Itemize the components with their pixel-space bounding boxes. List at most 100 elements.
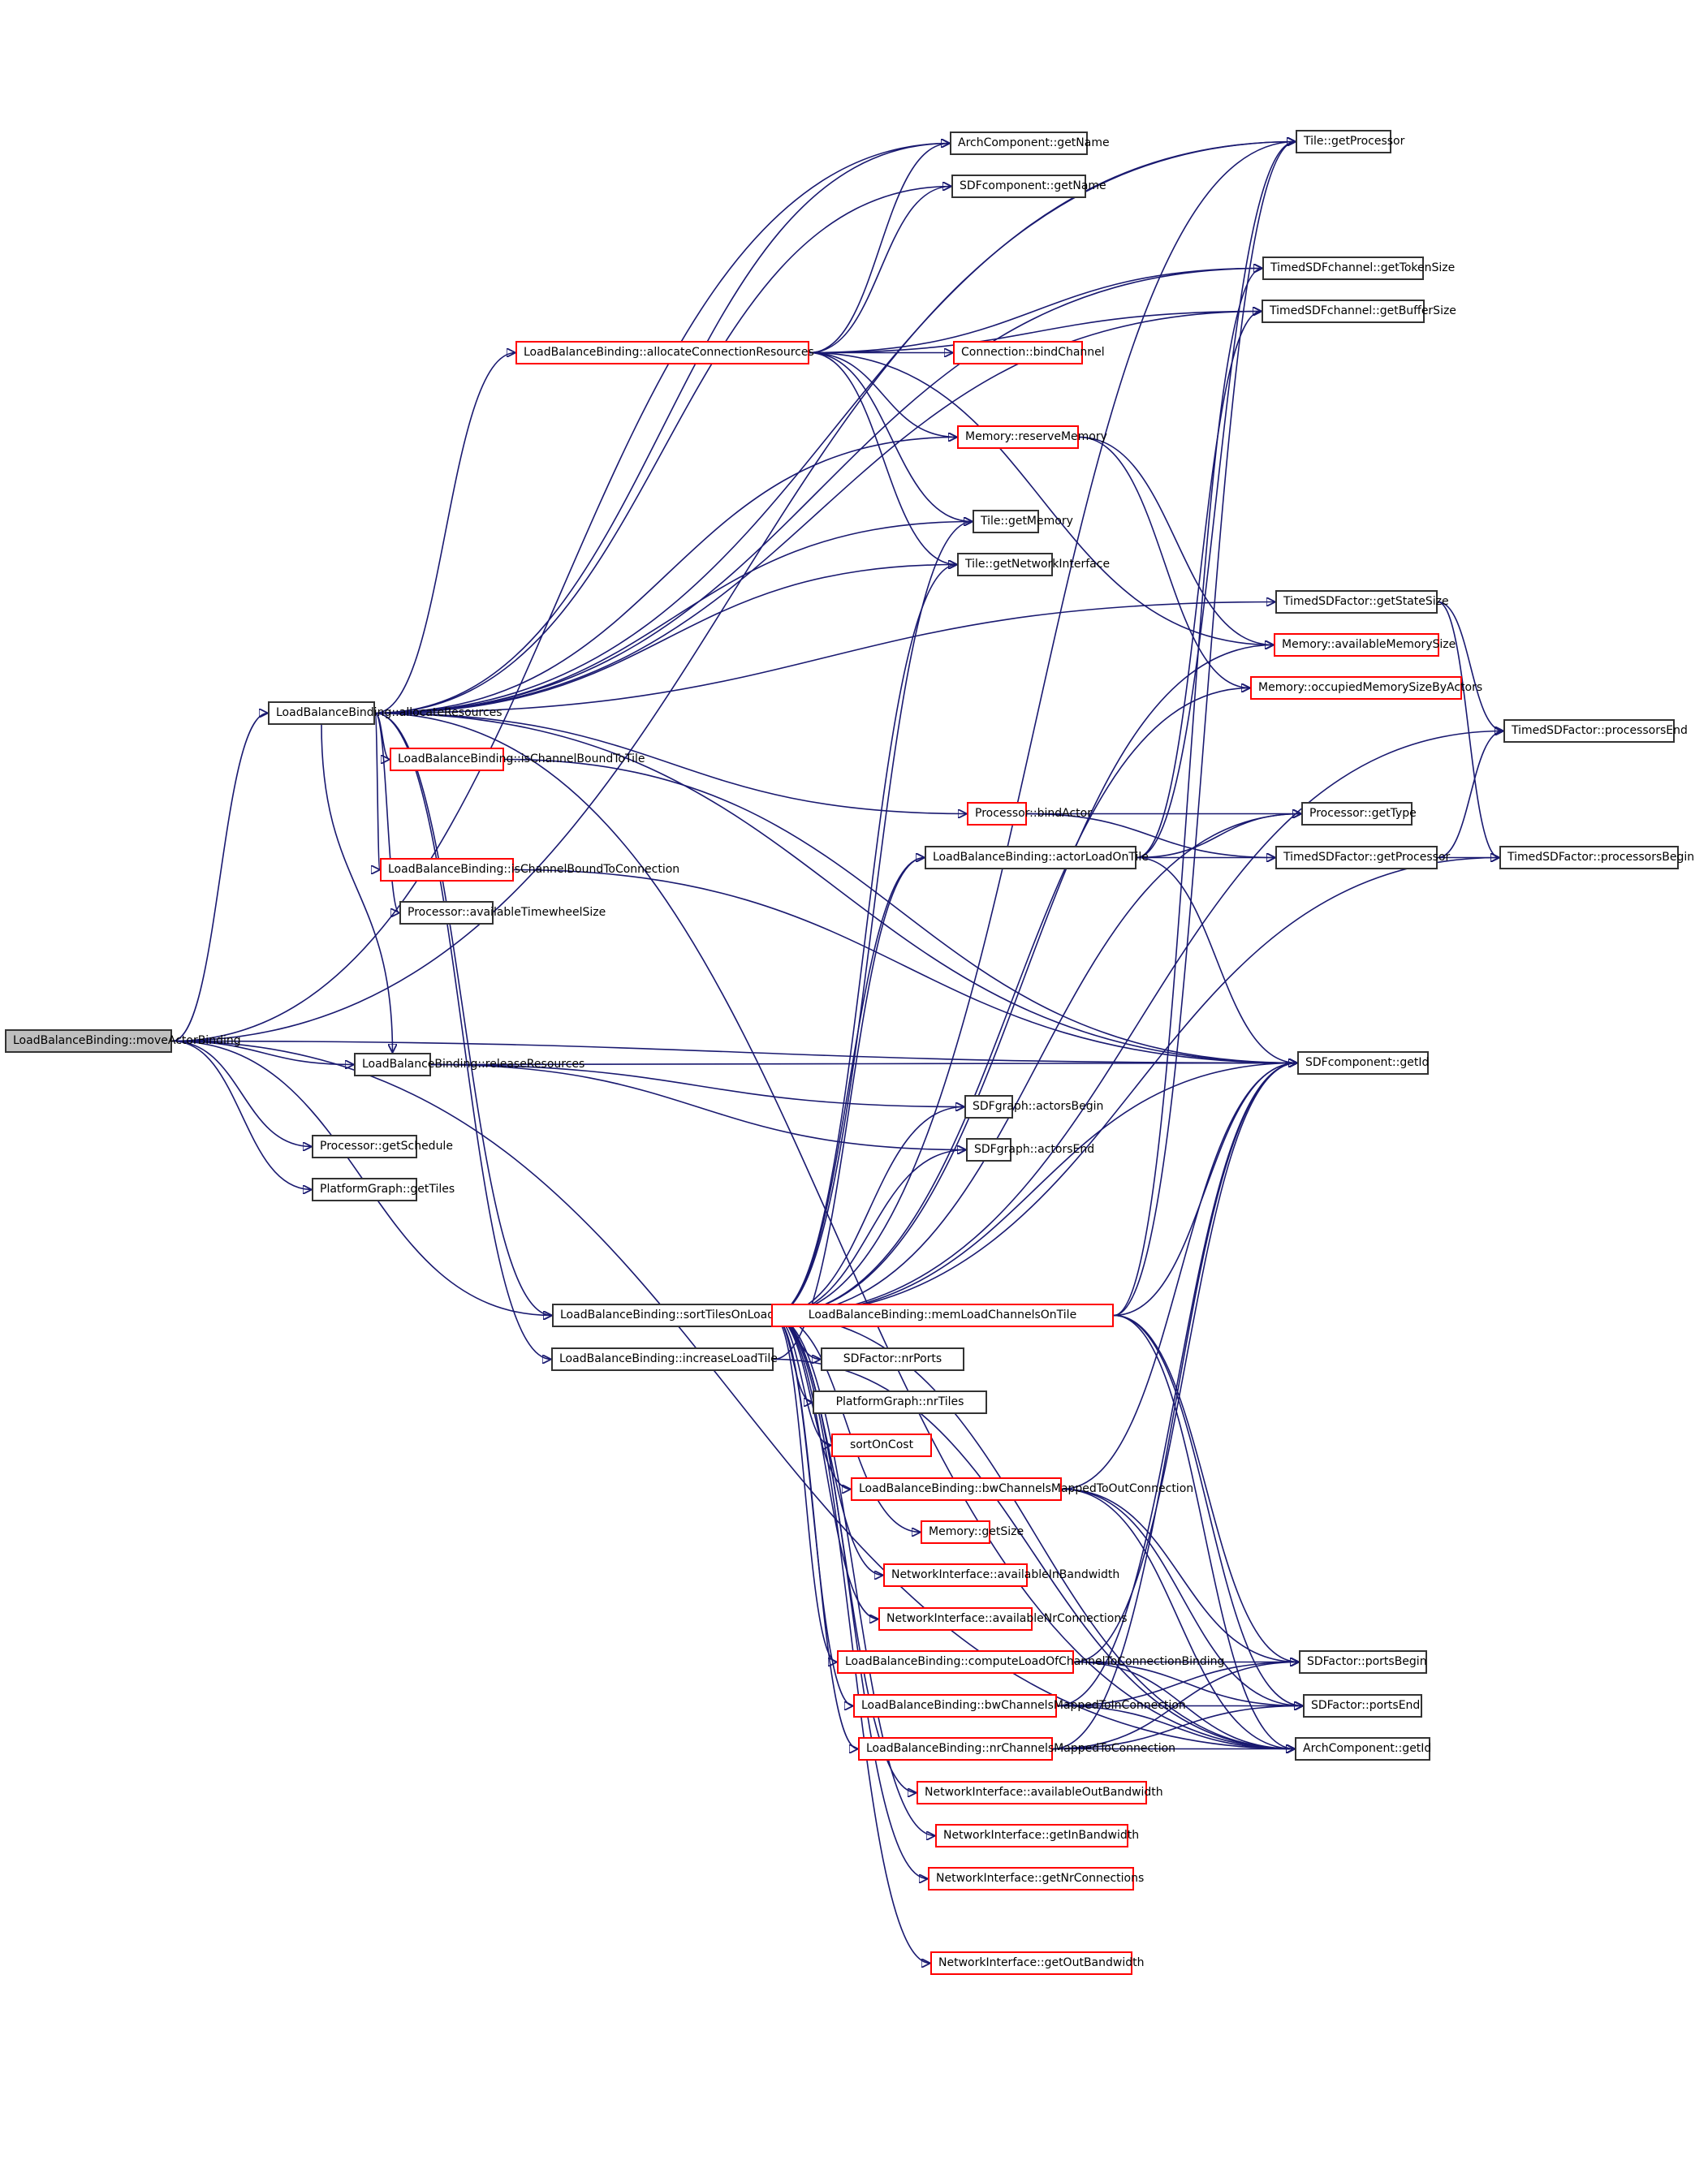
node-processor-get-type[interactable]: Processor::getType (1301, 802, 1417, 826)
edge-actorGetProcessor-to-processorsEnd (1437, 731, 1504, 859)
node-connection-bind-channel[interactable]: Connection::bindChannel (953, 341, 1105, 364)
node-actor-load-on-tile[interactable]: LoadBalanceBinding::actorLoadOnTile (925, 846, 1149, 869)
edge-allocateResources-to-getStateSize (374, 602, 1275, 714)
edge-releaseResources-to-sdfGetId (430, 1063, 1297, 1065)
edge-sortTilesOnLoad-to-getOutBw (772, 1314, 930, 1964)
node-release-resources[interactable]: LoadBalanceBinding::releaseResources (354, 1053, 584, 1076)
node-sdfactor-ports-end[interactable]: SDFactor::portsEnd (1303, 1694, 1422, 1718)
edge-releaseResources-to-actorsBegin (430, 1063, 964, 1107)
node-available-out-bandwidth[interactable]: NetworkInterface::availableOutBandwidth (917, 1781, 1163, 1804)
edge-increaseLoadTile-to-actorLoadOnTile (773, 858, 925, 1360)
node-get-out-bandwidth[interactable]: NetworkInterface::getOutBandwidth (930, 1951, 1144, 1975)
edge-sortTilesOnLoad-to-availNrConn (772, 1314, 878, 1619)
edge-sortTilesOnLoad-to-processorsBegin (772, 858, 1499, 1317)
node-available-nr-connections[interactable]: NetworkInterface::availableNrConnections (878, 1607, 1128, 1631)
node-allocate-connection-resources[interactable]: LoadBalanceBinding::allocateConnectionRe… (515, 341, 814, 364)
edge-allocateResources-to-increaseLoadTile (374, 712, 551, 1360)
node-sdfactor-nr-ports[interactable]: SDFactor::nrPorts (821, 1347, 964, 1371)
edge-moveActorBinding-to-tileGetProcessor (171, 142, 1296, 1042)
edge-allocateConnectionResources-to-archGetName (809, 144, 950, 354)
edge-bwOut-to-portsEnd (1061, 1488, 1303, 1706)
edge-bwOut-to-sdfGetId (1061, 1063, 1297, 1490)
node-is-channel-bound-to-tile[interactable]: LoadBalanceBinding::isChannelBoundToTile (390, 748, 645, 771)
edge-sortTilesOnLoad-to-actorsBegin (772, 1107, 964, 1317)
edge-allocateResources-to-tileGetProcessor (374, 142, 1296, 714)
node-tile-get-network-interface[interactable]: Tile::getNetworkInterface (957, 553, 1110, 576)
node-processors-begin[interactable]: TimedSDFactor::processorsBegin (1499, 846, 1694, 869)
node-processors-end[interactable]: TimedSDFactor::processorsEnd (1503, 719, 1688, 743)
node-get-token-size[interactable]: TimedSDFchannel::getTokenSize (1262, 257, 1455, 280)
edge-memLoadChannelsOnTile-to-tileGetProcessor (1113, 142, 1296, 1317)
node-sdfgraph-actors-end[interactable]: SDFgraph::actorsEnd (966, 1138, 1094, 1162)
edge-sortTilesOnLoad-to-getNrConn (772, 1314, 928, 1879)
node-arch-component-get-id[interactable]: ArchComponent::getId (1295, 1737, 1431, 1761)
node-bw-channels-mapped-to-in-connection[interactable]: LoadBalanceBinding::bwChannelsMappedToIn… (853, 1694, 1186, 1718)
node-get-nr-connections[interactable]: NetworkInterface::getNrConnections (928, 1867, 1144, 1891)
node-actor-get-processor[interactable]: TimedSDFactor::getProcessor (1275, 846, 1450, 869)
node-compute-load-of-channel-to-connection-binding[interactable]: LoadBalanceBinding::computeLoadOfChannel… (837, 1650, 1224, 1674)
node-available-in-bandwidth[interactable]: NetworkInterface::availableInBandwidth (883, 1563, 1119, 1587)
edge-reserveMemory-to-availMemSize (1078, 436, 1274, 645)
edge-sortTilesOnLoad-to-tileGetNI (772, 565, 957, 1317)
edge-sortTilesOnLoad-to-occMemSize (772, 688, 1250, 1317)
node-platform-graph-nr-tiles[interactable]: PlatformGraph::nrTiles (813, 1390, 987, 1414)
node-nr-channels-mapped-to-connection[interactable]: LoadBalanceBinding::nrChannelsMappedToCo… (858, 1737, 1175, 1761)
node-get-buffer-size[interactable]: TimedSDFchannel::getBufferSize (1262, 300, 1456, 323)
edge-bwOut-to-archGetId (1061, 1488, 1295, 1749)
node-available-timewheel-size[interactable]: Processor::availableTimewheelSize (399, 901, 606, 925)
edge-allocateResources-to-getBufferSize (374, 312, 1262, 714)
node-get-state-size[interactable]: TimedSDFactor::getStateSize (1275, 590, 1449, 614)
edge-memLoadChannelsOnTile-to-getTokenSize (1113, 269, 1262, 1317)
node-get-schedule[interactable]: Processor::getSchedule (312, 1135, 453, 1158)
edge-sortTilesOnLoad-to-tileGetMemory (772, 522, 973, 1317)
edge-allocateResources-to-sdfGetId (374, 712, 1297, 1063)
node-increase-load-tile[interactable]: LoadBalanceBinding::increaseLoadTile (551, 1347, 778, 1371)
node-sdfgraph-actors-begin[interactable]: SDFgraph::actorsBegin (964, 1095, 1103, 1119)
edge-actorLoadOnTile-to-procGetType (1136, 814, 1301, 859)
node-arch-component-get-name[interactable]: ArchComponent::getName (950, 132, 1110, 155)
edge-reserveMemory-to-occMemSize (1078, 436, 1250, 688)
edge-allocateResources-to-isChannelBoundToConnection (375, 712, 381, 870)
node-mem-load-channels-on-tile[interactable]: LoadBalanceBinding::memLoadChannelsOnTil… (771, 1304, 1114, 1327)
node-tile-get-memory[interactable]: Tile::getMemory (973, 510, 1073, 533)
edge-sortTilesOnLoad-to-archGetId (772, 1314, 1295, 1749)
node-sort-tiles-on-load[interactable]: LoadBalanceBinding::sortTilesOnLoad (552, 1304, 774, 1327)
edge-getStateSize-to-processorsEnd (1437, 601, 1504, 731)
edge-moveActorBinding-to-getSchedule (171, 1040, 312, 1147)
edge-allocateResources-to-archGetName (374, 144, 950, 714)
edge-bwIn-to-archGetId (1056, 1705, 1295, 1749)
edge-sortTilesOnLoad-to-sortOnCost (772, 1314, 832, 1446)
node-is-channel-bound-to-connection[interactable]: LoadBalanceBinding::isChannelBoundToConn… (380, 858, 679, 882)
edge-allocateConnectionResources-to-tileGetNI (809, 351, 957, 565)
edge-actorLoadOnTile-to-sdfGetId (1136, 856, 1297, 1063)
node-available-memory-size[interactable]: Memory::availableMemorySize (1274, 633, 1456, 657)
edge-allocateResources-to-allocateConnectionResources (374, 353, 515, 714)
node-memory-get-size[interactable]: Memory::getSize (921, 1520, 1024, 1544)
node-occupied-memory-size-by-actors[interactable]: Memory::occupiedMemorySizeByActors (1250, 676, 1482, 700)
edge-allocateConnectionResources-to-getTokenSize (809, 269, 1262, 354)
edge-sortTilesOnLoad-to-procGetType (772, 814, 1301, 1317)
edge-memLoadChannelsOnTile-to-portsEnd (1113, 1314, 1303, 1706)
node-memory-reserve-memory[interactable]: Memory::reserveMemory (957, 425, 1107, 449)
edge-allocateResources-to-reserveMemory (374, 438, 957, 714)
node-processor-bind-actor[interactable]: Processor::bindActor (967, 802, 1092, 826)
edge-sortTilesOnLoad-to-processorsEnd (772, 731, 1503, 1317)
node-sdf-component-get-id[interactable]: SDFcomponent::getId (1297, 1051, 1429, 1075)
node-tile-get-processor[interactable]: Tile::getProcessor (1296, 130, 1404, 153)
node-get-tiles[interactable]: PlatformGraph::getTiles (312, 1178, 455, 1201)
edge-allocateResources-to-tileGetMemory (374, 522, 973, 714)
edge-memLoadChannelsOnTile-to-sdfGetId (1113, 1063, 1297, 1317)
edge-moveActorBinding-to-allocateResources (171, 714, 269, 1042)
edge-bindActor-to-actorGetProcessor (1026, 813, 1275, 858)
node-allocate-resources[interactable]: LoadBalanceBinding::allocateResources (268, 701, 502, 725)
edge-allocateResources-to-releaseResources (321, 724, 393, 1053)
edge-bwIn-to-sdfGetId (1056, 1063, 1297, 1707)
edge-allocateConnectionResources-to-reserveMemory (809, 351, 957, 438)
edge-allocateResources-to-sdfGetName (374, 187, 951, 714)
node-sdf-component-get-name[interactable]: SDFcomponent::getName (951, 175, 1106, 198)
node-sdfactor-ports-begin[interactable]: SDFactor::portsBegin (1299, 1650, 1427, 1674)
node-get-in-bandwidth[interactable]: NetworkInterface::getInBandwidth (935, 1824, 1139, 1847)
node-bw-channels-mapped-to-out-connection[interactable]: LoadBalanceBinding::bwChannelsMappedToOu… (851, 1477, 1193, 1501)
node-sort-on-cost[interactable]: sortOnCost (831, 1434, 932, 1457)
